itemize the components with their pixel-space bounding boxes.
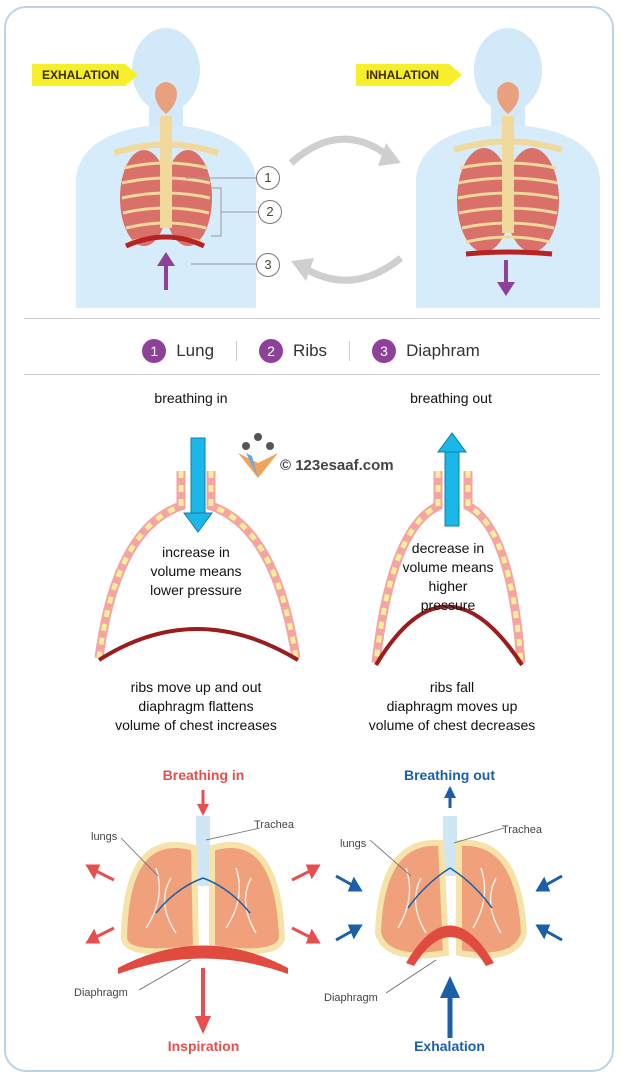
callout-2: 2 <box>258 200 282 224</box>
body-left <box>76 28 256 308</box>
divider-middle <box>24 374 600 375</box>
diaphragm-label-right: Diaphragm <box>324 992 378 1004</box>
left-inside-text: increase in volume means lower pressure <box>126 543 266 600</box>
watermark-logo-icon <box>238 433 278 478</box>
text-line: ribs move up and out <box>130 679 262 695</box>
callout-3: 3 <box>256 253 280 277</box>
text-line: pressure <box>420 597 476 613</box>
text-line: increase in <box>162 544 230 560</box>
legend: 1 Lung 2 Ribs 3 Diaphram <box>6 328 612 374</box>
text-line: volume of chest decreases <box>368 717 536 733</box>
diagram-artwork <box>76 28 600 1038</box>
chest-left <box>94 437 301 662</box>
breathing-in-heading: Breathing in <box>162 767 245 783</box>
breathing-out-heading: Breathing out <box>404 767 495 783</box>
text-line: diaphragm flattens <box>138 698 254 714</box>
text-line: volume means <box>402 559 494 575</box>
text-line: ribs fall <box>429 679 475 695</box>
legend-num: 3 <box>372 339 397 363</box>
breathing-out-title: breathing out <box>410 390 492 406</box>
chest-right <box>371 432 526 667</box>
lungs-exhale <box>335 786 563 1038</box>
text-line: volume means <box>150 563 242 579</box>
text-line: diaphragm moves up <box>386 698 518 714</box>
legend-num: 1 <box>142 339 167 363</box>
legend-item-diaphram: 3 Diaphram <box>372 339 480 363</box>
legend-separator <box>236 341 238 361</box>
exhalation-label: Exhalation <box>414 1038 485 1054</box>
text-line: lower pressure <box>150 582 242 598</box>
inhalation-tag: INHALATION <box>356 64 462 86</box>
right-inside-text: decrease in volume means higher pressure <box>378 539 518 615</box>
legend-label: Lung <box>176 341 215 360</box>
left-caption: ribs move up and out diaphragm flattens … <box>86 678 306 735</box>
diaphragm-label-left: Diaphragm <box>74 987 128 999</box>
text-line: higher <box>428 578 468 594</box>
trachea-label-left: Trachea <box>254 819 294 831</box>
lungs-label-left: lungs <box>91 831 118 843</box>
diagram-card: EXHALATION INHALATION 1 2 3 1 Lung 2 Rib… <box>4 6 614 1072</box>
lungs-label-right: lungs <box>340 838 367 850</box>
text-line: decrease in <box>411 540 485 556</box>
legend-item-lung: 1 Lung <box>142 339 214 363</box>
legend-item-ribs: 2 Ribs <box>259 339 327 363</box>
body-right <box>416 28 600 308</box>
legend-label: Diaphram <box>406 341 480 360</box>
legend-separator <box>349 341 351 361</box>
breathing-in-title: breathing in <box>154 390 228 406</box>
trachea-label-right: Trachea <box>502 824 542 836</box>
legend-label: Ribs <box>293 341 328 360</box>
text-line: volume of chest increases <box>115 717 277 733</box>
watermark-text: © 123esaaf.com <box>280 457 394 474</box>
callout-1: 1 <box>256 166 280 190</box>
lungs-inhale <box>85 790 321 1034</box>
divider-top <box>24 318 600 319</box>
inspiration-label: Inspiration <box>167 1038 240 1054</box>
legend-num: 2 <box>259 339 284 363</box>
right-caption: ribs fall diaphragm moves up volume of c… <box>342 678 562 735</box>
exhalation-tag: EXHALATION <box>32 64 138 86</box>
